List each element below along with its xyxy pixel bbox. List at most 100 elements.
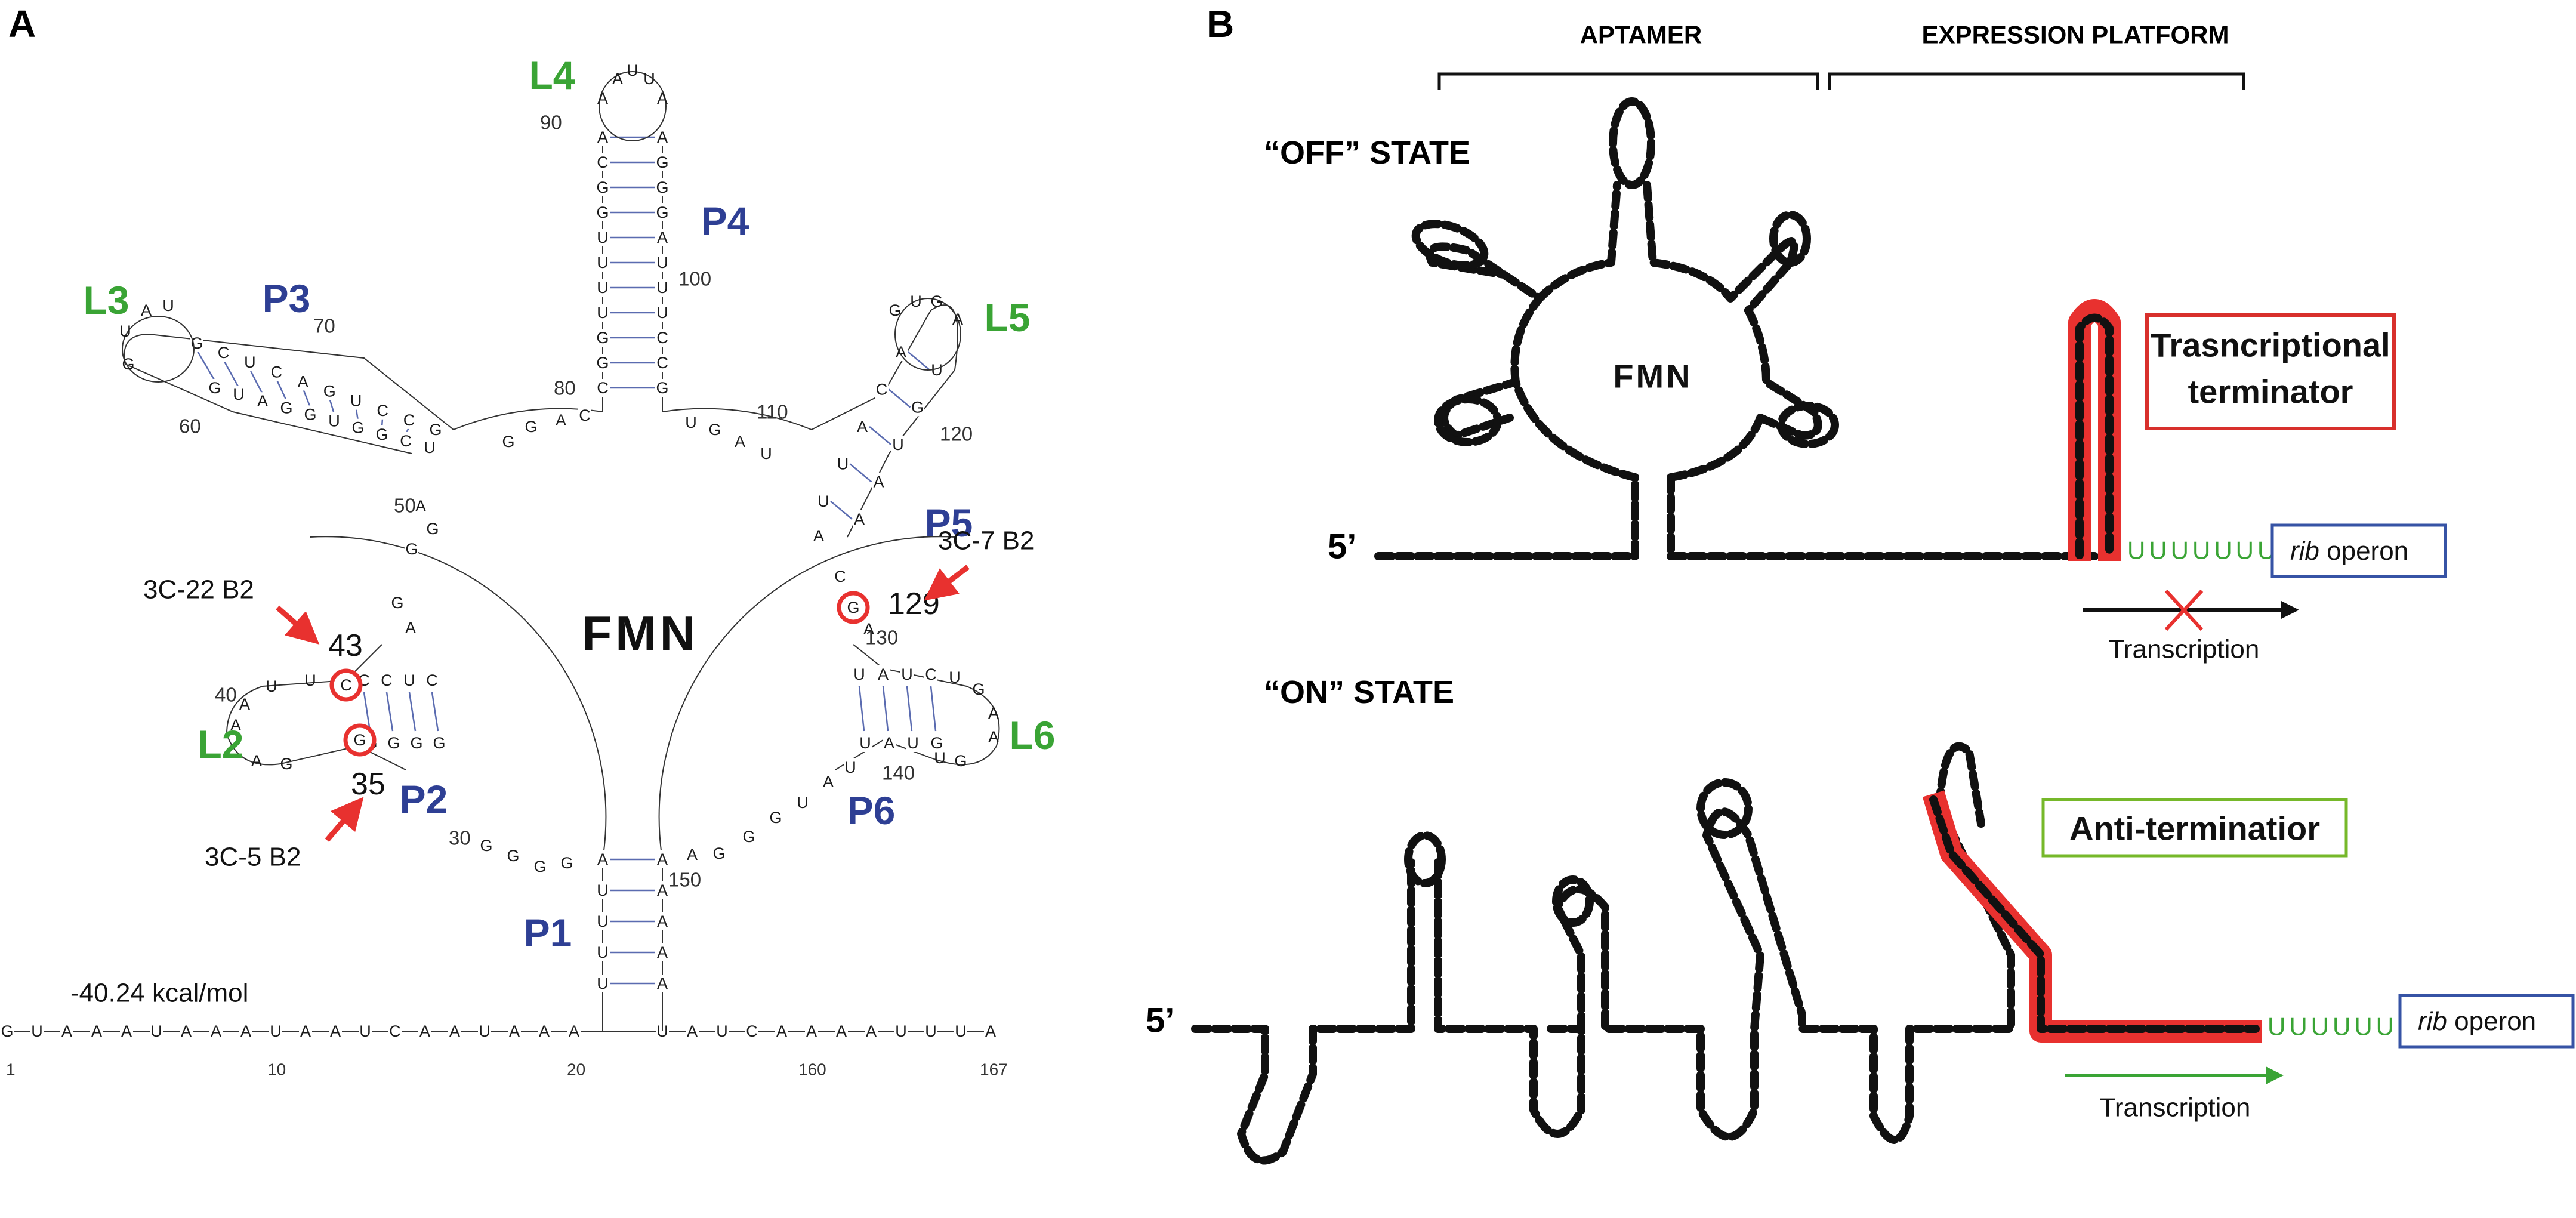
label-p1: P1	[524, 911, 572, 955]
loop-base: A	[556, 411, 566, 429]
header-aptamer: APTAMER	[1580, 21, 1702, 49]
svg-text:G: G	[847, 599, 859, 616]
baseline-base: A	[330, 1022, 341, 1040]
label-p4: P4	[701, 199, 749, 243]
pos-129: 129	[888, 587, 940, 621]
pos-60: 60	[179, 415, 201, 437]
p3-bottom-base: U	[328, 412, 340, 430]
svg-text:A: A	[988, 728, 999, 746]
p1-left-base: U	[597, 943, 609, 961]
central-loop	[310, 408, 955, 860]
baseline-base: A	[121, 1022, 132, 1040]
svg-text:rib operon: rib operon	[2418, 1007, 2536, 1036]
p4-right-base: G	[656, 153, 668, 171]
baseline-base: C	[389, 1022, 401, 1040]
p2-bottom-base: G	[410, 734, 422, 752]
loop-base: G	[742, 828, 755, 846]
tail-base: A	[687, 1022, 698, 1040]
baseline-base: A	[509, 1022, 520, 1040]
loop-base: A	[813, 527, 824, 545]
p2-bottom-base: G	[387, 734, 400, 752]
svg-text:U: U	[934, 749, 946, 767]
loop-base: G	[560, 854, 573, 872]
terminator-line-1: Trasncriptional	[2151, 326, 2390, 364]
panel-b: B APTAMER EXPRESSION PLATFORM “OFF” STAT…	[1146, 2, 2575, 1165]
p6-top-base: C	[925, 665, 937, 683]
loop-base: G	[769, 809, 782, 827]
pos-40: 40	[215, 684, 237, 706]
on-state-structure: 5’	[1146, 742, 2015, 1165]
loop-base: A	[415, 497, 426, 515]
svg-text:A: A	[952, 310, 963, 328]
pos-140: 140	[882, 762, 915, 784]
p1-left-base: U	[597, 975, 609, 992]
loop-base: U	[685, 414, 697, 431]
p3-bottom-base: U	[233, 386, 245, 403]
pos-80: 80	[554, 377, 576, 399]
off-state-title: “OFF” STATE	[1264, 135, 1470, 171]
terminator-hairpin	[2068, 299, 2121, 561]
on-uuu: UUUUUUU	[2268, 1013, 2419, 1041]
p4-left-base: A	[597, 128, 608, 146]
p6-bottom-base: G	[930, 734, 943, 752]
label-l3: L3	[83, 278, 129, 322]
loop-base: C	[834, 568, 846, 585]
bracket-aptamer	[1437, 72, 1819, 90]
svg-text:G: G	[280, 755, 292, 773]
baseline-base: A	[240, 1022, 251, 1040]
tail-base: A	[776, 1022, 787, 1040]
p3-top-base: C	[271, 363, 283, 381]
tail-base: U	[955, 1022, 967, 1040]
svg-text:A: A	[141, 301, 152, 319]
pos-10: 10	[267, 1060, 286, 1079]
svg-text:U: U	[304, 671, 316, 689]
baseline-base: A	[419, 1022, 430, 1040]
baseline-base: A	[539, 1022, 550, 1040]
p3-bottom-base: U	[424, 439, 436, 457]
p3-top-base: U	[350, 392, 362, 410]
tail-base: A	[866, 1022, 877, 1040]
baseline-base: A	[569, 1022, 579, 1040]
p3-bottom-base: G	[208, 379, 221, 397]
pos-110: 110	[757, 401, 788, 423]
p4-right-base: A	[657, 128, 668, 146]
label-p5: P5	[925, 501, 973, 545]
p2-bottom-base: G	[433, 734, 445, 752]
loop-base: U	[760, 445, 772, 462]
terminator-line-2: terminator	[2188, 373, 2353, 411]
p2-top-base: C	[426, 671, 438, 689]
svg-text:A: A	[988, 704, 999, 722]
label-l6: L6	[1009, 713, 1055, 757]
arrow-3c7	[924, 565, 970, 601]
svg-text:U: U	[910, 292, 922, 310]
tail-base: C	[746, 1022, 758, 1040]
loop-arc-right	[658, 536, 955, 860]
off-five-prime: 5’	[1328, 528, 1356, 566]
terminator-box: Trasncriptional terminator	[2145, 313, 2396, 430]
baseline-base: U	[359, 1022, 371, 1040]
pos-1: 1	[6, 1060, 16, 1079]
loop-base: G	[712, 844, 725, 862]
p4-right-base: U	[656, 304, 668, 322]
pos-70: 70	[313, 315, 335, 337]
baseline-base: A	[449, 1022, 460, 1040]
marked-g129: G	[837, 591, 870, 624]
p5-left-base: A	[896, 343, 906, 361]
p6-bottom-base: U	[907, 734, 919, 752]
baseline-base: A	[211, 1022, 221, 1040]
baseline-base: U	[31, 1022, 43, 1040]
arrow-3c5	[325, 797, 364, 842]
p3-top-base: U	[244, 353, 256, 371]
loop-base: G	[533, 858, 546, 875]
arrow-3c22	[276, 605, 320, 645]
loop-base: A	[405, 619, 416, 637]
p5-left-base: C	[876, 381, 888, 399]
p3-bottom-base: G	[280, 399, 292, 417]
baseline-base: A	[181, 1022, 192, 1040]
svg-text:G: G	[930, 292, 943, 310]
p1-right-base: A	[657, 943, 668, 961]
p4-left-base: G	[596, 329, 609, 347]
